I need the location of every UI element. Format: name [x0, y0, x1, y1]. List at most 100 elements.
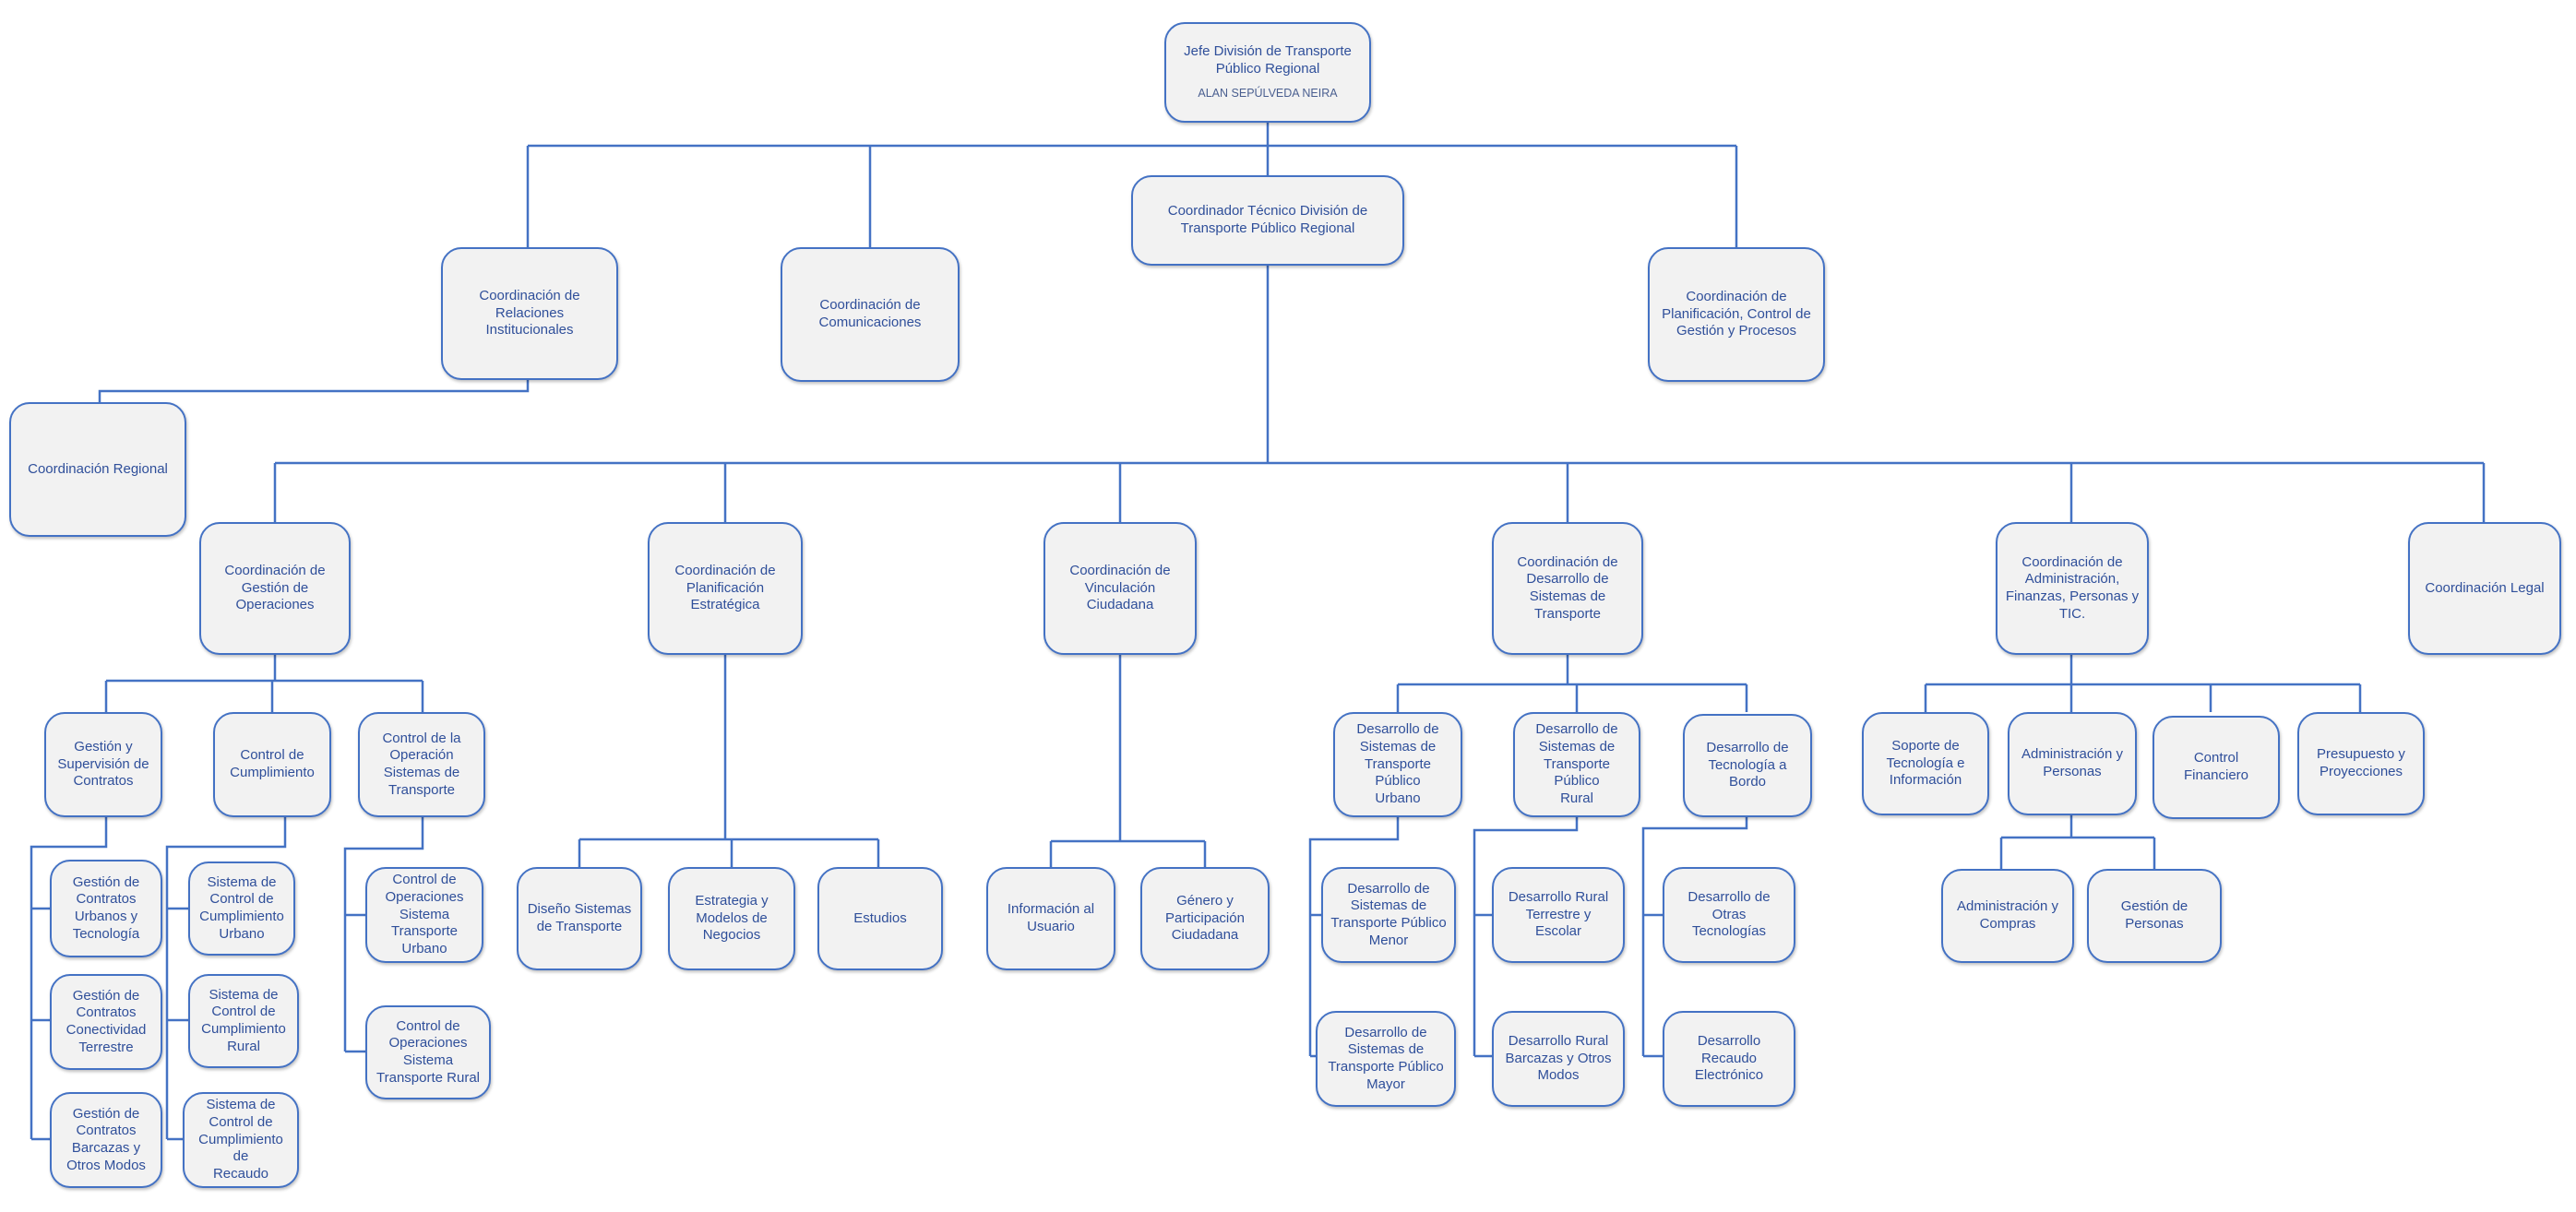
org-node-name: Coordinación de Comunicaciones — [818, 297, 922, 330]
org-node-relaciones-institucionales: Coordinación de Relaciones Institucional… — [441, 247, 618, 380]
org-node-name: Desarrollo de Tecnología a Bordo — [1706, 739, 1789, 790]
org-node-otras-tecnologias: Desarrollo de Otras Tecnologías — [1663, 867, 1795, 963]
org-node-name: Coordinación de Planificación, Control d… — [1662, 288, 1811, 339]
org-node-name: Control de Operaciones Sistema Transport… — [385, 872, 464, 957]
org-node-name: Coordinador Técnico División de Transpor… — [1167, 203, 1368, 236]
connector-dtb-children — [1641, 817, 1748, 1058]
org-node-name: Estudios — [853, 909, 907, 926]
org-node-name: Coordinación Legal — [2425, 579, 2545, 596]
org-node-estrategia-modelos: Estrategia y Modelos de Negocios — [668, 867, 795, 970]
org-node-name: Presupuesto y Proyecciones — [2317, 746, 2405, 779]
org-node-name: Diseño Sistemas de Transporte — [527, 901, 632, 934]
org-node-desarrollo-mayor: Desarrollo de Sistemas de Transporte Púb… — [1316, 1011, 1456, 1107]
org-node-informacion-usuario: Información al Usuario — [986, 867, 1115, 970]
org-node-gestion-personas: Gestión de Personas — [2087, 869, 2222, 963]
org-node-name: Gestión de Contratos Conectividad Terres… — [66, 987, 147, 1055]
org-node-estudios: Estudios — [817, 867, 943, 970]
org-node-tecnologia-bordo: Desarrollo de Tecnología a Bordo — [1683, 714, 1812, 817]
org-node-administracion-personas: Administración y Personas — [2008, 712, 2137, 815]
connector-gsc-children — [30, 817, 108, 1141]
org-node-control-cumplimiento-rural: Sistema de Control de Cumplimiento Rural — [188, 974, 299, 1068]
org-node-name: Género y Participación Ciudadana — [1165, 892, 1245, 944]
org-node-administracion-compras: Administración y Compras — [1941, 869, 2074, 963]
org-node-control-operaciones-rural: Control de Operaciones Sistema Transport… — [365, 1005, 491, 1099]
org-node-genero-participacion: Género y Participación Ciudadana — [1140, 867, 1270, 970]
connector-dsr-children — [1473, 817, 1579, 1058]
org-node-name: Control Financiero — [2183, 750, 2249, 783]
connector-rel-regional — [98, 380, 530, 402]
org-node-diseno-sistemas: Diseño Sistemas de Transporte — [517, 867, 642, 970]
org-node-rural-barcazas: Desarrollo Rural Barcazas y Otros Modos — [1492, 1011, 1625, 1107]
org-node-desarrollo-rural: Desarrollo de Sistemas de Transporte Púb… — [1513, 712, 1640, 817]
connector-pe-children — [578, 655, 880, 867]
org-node-name: Coordinación de Relaciones Institucional… — [479, 287, 580, 339]
org-node-gestion-operaciones: Coordinación de Gestión de Operaciones — [199, 522, 351, 655]
org-node-name: Jefe División de Transporte Público Regi… — [1184, 42, 1352, 77]
org-node-name: Sistema de Control de Cumplimiento Rural — [201, 986, 286, 1054]
org-node-name: Desarrollo de Sistemas de Transporte Púb… — [1328, 1024, 1444, 1092]
org-node-presupuesto-proyecciones: Presupuesto y Proyecciones — [2297, 712, 2425, 815]
connector-cos-children — [343, 817, 424, 1053]
org-node-desarrollo-sistemas: Coordinación de Desarrollo de Sistemas d… — [1492, 522, 1643, 655]
org-node-name: Desarrollo de Otras Tecnologías — [1688, 888, 1771, 940]
org-node-name: Coordinación de Desarrollo de Sistemas d… — [1517, 553, 1618, 622]
org-node-administracion-finanzas: Coordinación de Administración, Finanzas… — [1996, 522, 2149, 655]
connector-vc-children — [1049, 655, 1207, 867]
connector-ds-children — [1396, 655, 1748, 712]
org-node-control-cumplimiento-urbano: Sistema de Control de Cumplimiento Urban… — [188, 861, 295, 956]
org-node-name: Control de Operaciones Sistema Transport… — [376, 1017, 480, 1086]
org-node-coordinador-tecnico: Coordinador Técnico División de Transpor… — [1131, 175, 1404, 266]
org-node-gestion-supervision-contratos: Gestión y Supervisión de Contratos — [44, 712, 162, 817]
org-node-name: Control de Cumplimiento — [230, 747, 315, 780]
connector-gop-children — [104, 655, 424, 712]
org-node-name: Desarrollo de Sistemas de Transporte Púb… — [1330, 880, 1447, 948]
org-node-name: Coordinación de Gestión de Operaciones — [224, 562, 326, 613]
connector-af-children — [1924, 655, 2362, 712]
org-node-name: Información al Usuario — [1007, 901, 1095, 934]
org-node-name: Gestión de Contratos Urbanos y Tecnologí… — [72, 873, 140, 942]
org-node-name: Desarrollo Rural Barcazas y Otros Modos — [1505, 1032, 1612, 1084]
connector-cc-children — [165, 817, 287, 1141]
org-node-name: Desarrollo Recaudo Electrónico — [1694, 1032, 1764, 1084]
org-node-rural-terrestre: Desarrollo Rural Terrestre y Escolar — [1492, 867, 1625, 963]
org-node-name: Sistema de Control de Cumplimiento de Re… — [198, 1097, 283, 1182]
org-node-name: Soporte de Tecnología e Información — [1886, 737, 1965, 789]
org-node-control-cumplimiento-recaudo: Sistema de Control de Cumplimiento de Re… — [183, 1092, 299, 1188]
org-node-name: Estrategia y Modelos de Negocios — [695, 892, 769, 944]
org-node-name: Desarrollo de Sistemas de Transporte Púb… — [1535, 721, 1618, 807]
org-node-control-operacion: Control de la Operación Sistemas de Tran… — [358, 712, 485, 817]
org-node-soporte-tecnologia: Soporte de Tecnología e Información — [1862, 712, 1989, 815]
org-node-contratos-conectividad: Gestión de Contratos Conectividad Terres… — [50, 974, 162, 1070]
org-node-legal: Coordinación Legal — [2408, 522, 2561, 655]
connector-ap-children — [1999, 815, 2156, 869]
org-node-name: Gestión de Personas — [2120, 898, 2188, 932]
org-node-name: Control de la Operación Sistemas de Tran… — [382, 730, 461, 798]
org-node-name: Sistema de Control de Cumplimiento Urban… — [199, 873, 284, 942]
org-node-control-operaciones-urbano: Control de Operaciones Sistema Transport… — [365, 867, 483, 963]
org-node-name: Gestión y Supervisión de Contratos — [57, 738, 149, 790]
org-node-control-financiero: Control Financiero — [2153, 716, 2280, 819]
org-node-name: Administración y Personas — [2021, 746, 2124, 779]
org-node-vinculacion-ciudadana: Coordinación de Vinculación Ciudadana — [1044, 522, 1197, 655]
org-node-name: Coordinación de Planificación Estratégic… — [674, 562, 776, 613]
org-node-control-cumplimiento: Control de Cumplimiento — [213, 712, 331, 817]
org-node-name: Administración y Compras — [1956, 898, 2059, 932]
org-node-comunicaciones: Coordinación de Comunicaciones — [781, 247, 960, 382]
org-node-recaudo-electronico: Desarrollo Recaudo Electrónico — [1663, 1011, 1795, 1107]
org-node-contratos-barcazas: Gestión de Contratos Barcazas y Otros Mo… — [50, 1092, 162, 1188]
org-node-name: Coordinación de Vinculación Ciudadana — [1069, 562, 1171, 613]
org-node-regional: Coordinación Regional — [9, 402, 186, 537]
org-node-name: Coordinación de Administración, Finanzas… — [2005, 553, 2140, 622]
org-node-desarrollo-menor: Desarrollo de Sistemas de Transporte Púb… — [1321, 867, 1456, 963]
connector-root-level1 — [526, 123, 1738, 247]
org-node-desarrollo-urbano: Desarrollo de Sistemas de Transporte Púb… — [1333, 712, 1462, 817]
org-node-name: Desarrollo de Sistemas de Transporte Púb… — [1356, 721, 1439, 807]
org-node-planificacion-estrategica: Coordinación de Planificación Estratégic… — [648, 522, 803, 655]
org-node-name: Gestión de Contratos Barcazas y Otros Mo… — [66, 1105, 146, 1173]
org-node-root: Jefe División de Transporte Público Regi… — [1164, 22, 1371, 123]
org-node-planificacion-control: Coordinación de Planificación, Control d… — [1648, 247, 1825, 382]
org-node-name: Coordinación Regional — [28, 460, 168, 477]
org-node-contratos-urbanos: Gestión de Contratos Urbanos y Tecnologí… — [50, 860, 162, 957]
